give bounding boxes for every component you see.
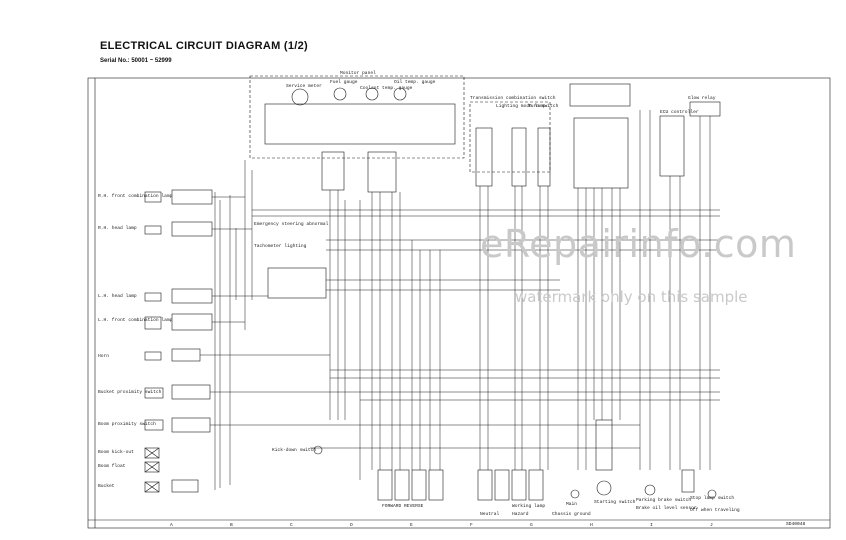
label-fuel-gauge: Fuel gauge — [330, 80, 358, 85]
label-boom-proximity: Boom proximity switch — [98, 422, 156, 427]
serial-number: Serial No.: 50001 ~ 52999 — [100, 58, 172, 64]
label-bucket-proximity: Bucket proximity switch — [98, 390, 162, 395]
label-lh-front-combo: L.H. front combination lamp — [98, 318, 173, 323]
label-hazard: Hazard — [512, 512, 529, 517]
part-number: SD40048 — [786, 522, 806, 527]
svg-text:B: B — [230, 522, 233, 528]
label-oil-temp: Oil temp. gauge — [394, 80, 436, 85]
label-kick-down: Kick-down switch — [272, 448, 317, 453]
label-main: Main — [566, 502, 578, 507]
frame-border — [87, 77, 831, 529]
label-off-travel: Off when traveling — [690, 508, 740, 513]
monitor-panel-box — [249, 75, 465, 159]
label-boom-float: Boom float — [98, 464, 126, 469]
left-lamps — [144, 189, 213, 493]
label-monitor-panel: Monitor panel — [340, 71, 376, 76]
svg-text:C: C — [290, 522, 293, 528]
svg-text:F: F — [470, 522, 473, 528]
svg-text:G: G — [530, 522, 533, 528]
svg-text:A: A — [170, 522, 173, 528]
label-emergency-steering: Emergency steering abnormal — [254, 222, 329, 227]
label-transmission-switch: Transmission combination switch — [470, 96, 556, 101]
label-rh-head-lamp: R.H. head lamp — [98, 226, 137, 231]
label-bucket: Bucket — [98, 484, 115, 489]
page-title: ELECTRICAL CIRCUIT DIAGRAM (1/2) — [100, 40, 309, 52]
label-ecu: ECU controller — [660, 110, 699, 115]
label-boom-kickout: Boom kick-out — [98, 450, 134, 455]
label-forward-reverse: FORWARD REVERSE — [382, 504, 424, 509]
svg-text:I: I — [650, 522, 653, 528]
label-rh-front-combo: R.H. front combination lamp — [98, 194, 173, 199]
svg-text:E: E — [410, 522, 413, 528]
label-starting-switch: Starting switch — [594, 500, 636, 505]
label-glow-relay: Glow relay — [688, 96, 716, 101]
label-neutral: Neutral — [480, 512, 500, 517]
label-tachometer: Tachometer lighting — [254, 244, 307, 249]
svg-text:J: J — [710, 522, 713, 528]
svg-text:H: H — [590, 522, 593, 528]
svg-text:D: D — [350, 522, 353, 528]
label-coolant-temp: Coolant temp. gauge — [360, 86, 413, 91]
label-brake-oil: Brake oil level sensor — [636, 506, 697, 511]
bottom-connectors — [377, 419, 717, 501]
label-stop-lamp: Stop lamp switch — [690, 496, 735, 501]
watermark-note: watermark only on this sample — [515, 288, 748, 306]
label-lighting-mode: Lighting mode lamp — [496, 104, 546, 109]
label-service-meter: Service meter — [286, 84, 322, 89]
label-parking-brake: Parking brake switch — [636, 498, 692, 503]
label-chassis-ground: Chassis ground — [552, 512, 591, 517]
label-horn: Horn — [98, 354, 110, 359]
watermark-site: eRepairinfo.com — [480, 222, 797, 266]
label-turn-switch: Turn switch — [528, 104, 559, 109]
label-working-lamp: Working lamp — [512, 504, 546, 509]
label-lh-head-lamp: L.H. head lamp — [98, 294, 137, 299]
